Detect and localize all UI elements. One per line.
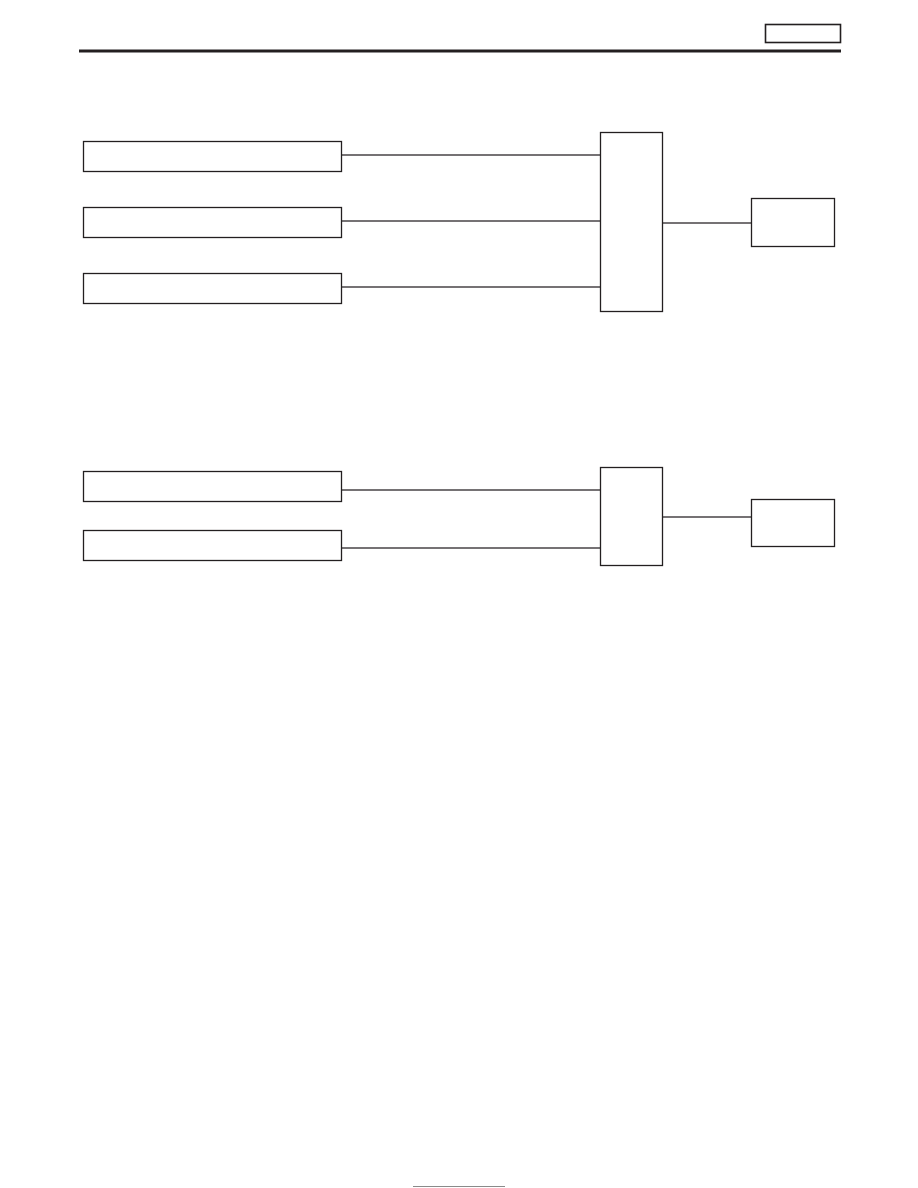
upper-block-diagram bbox=[82, 131, 836, 313]
upper-input-box-1 bbox=[82, 140, 343, 173]
upper-input-box-2 bbox=[82, 206, 343, 239]
lower-hub-box bbox=[599, 466, 664, 567]
upper-input-box-3 bbox=[82, 272, 343, 305]
upper-output-box bbox=[750, 197, 836, 248]
lower-block-diagram bbox=[82, 466, 836, 567]
lower-input-box-2 bbox=[82, 529, 343, 562]
page-header bbox=[79, 23, 842, 53]
lower-input-box-1 bbox=[82, 470, 343, 503]
upper-hub-box bbox=[599, 131, 664, 313]
section-code-box bbox=[764, 23, 842, 44]
lower-output-box bbox=[750, 498, 836, 548]
